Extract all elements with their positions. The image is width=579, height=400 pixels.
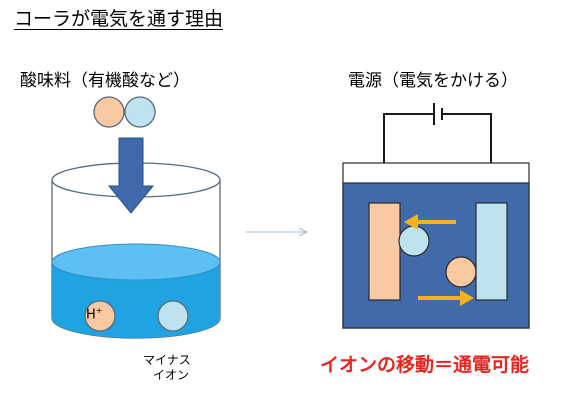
h-ion-charge: + <box>95 306 103 315</box>
page-title: コーラが電気を通す理由 <box>14 8 224 30</box>
electrode-left <box>368 202 401 301</box>
h-ion-ball <box>84 300 116 332</box>
h-ion-label: H+ <box>86 306 102 322</box>
yellow-arrow-right <box>418 290 474 306</box>
result-label: イオンの移動＝通電可能 <box>320 354 530 376</box>
liquid-surface <box>51 243 221 281</box>
minus-ion-label-line2: イオン <box>153 368 190 382</box>
power-label: 電源（電気をかける） <box>348 71 518 91</box>
acid-label: 酸味料（有機酸など） <box>20 71 190 91</box>
pour-arrow <box>107 137 155 214</box>
acid-ball-blue <box>124 96 156 128</box>
moving-plus-ion <box>445 256 477 288</box>
electrode-right <box>475 202 508 301</box>
yellow-arrow-left <box>404 214 456 230</box>
h-ion-symbol: H <box>86 307 96 323</box>
moving-minus-ion <box>398 225 430 257</box>
minus-ion-label: マイナス イオン <box>143 353 191 383</box>
minus-ion-ball <box>157 300 189 332</box>
minus-ion-label-line1: マイナス <box>143 353 191 367</box>
acid-ball-orange <box>93 96 125 128</box>
